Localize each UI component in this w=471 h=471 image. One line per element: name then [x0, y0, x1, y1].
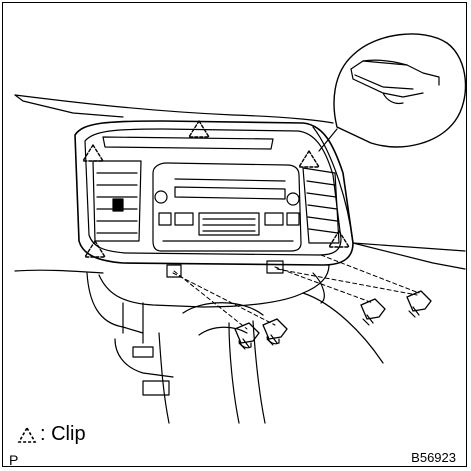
right-air-vent	[302, 167, 340, 244]
screw-4	[406, 290, 432, 318]
figure-code: B56923	[411, 450, 456, 465]
screw-leader-lines	[172, 254, 420, 330]
diagram-frame: : Clip P B56923	[2, 2, 467, 468]
dashboard-outline	[14, 94, 466, 270]
clip-triangle-icon	[82, 144, 104, 162]
left-air-vent	[92, 160, 142, 242]
center-cluster-panel	[74, 120, 354, 278]
clip-detail-callout	[318, 33, 467, 152]
corner-label: P	[9, 452, 19, 468]
clip-legend: : Clip	[17, 423, 86, 446]
console-panel-diagram	[14, 33, 467, 424]
clip-triangle-icon	[188, 120, 210, 138]
screw-3	[360, 298, 386, 326]
clip-triangle-icon	[84, 240, 106, 258]
clip-triangle-icon	[17, 425, 37, 443]
clip-legend-label: : Clip	[40, 423, 86, 445]
clip-triangle-icon	[298, 150, 320, 168]
clip-triangle-icon	[328, 230, 350, 248]
lower-console	[14, 264, 384, 424]
clip-markers	[82, 120, 350, 258]
screw-2	[262, 318, 288, 346]
audio-unit	[152, 162, 302, 252]
screw-1	[234, 322, 260, 350]
